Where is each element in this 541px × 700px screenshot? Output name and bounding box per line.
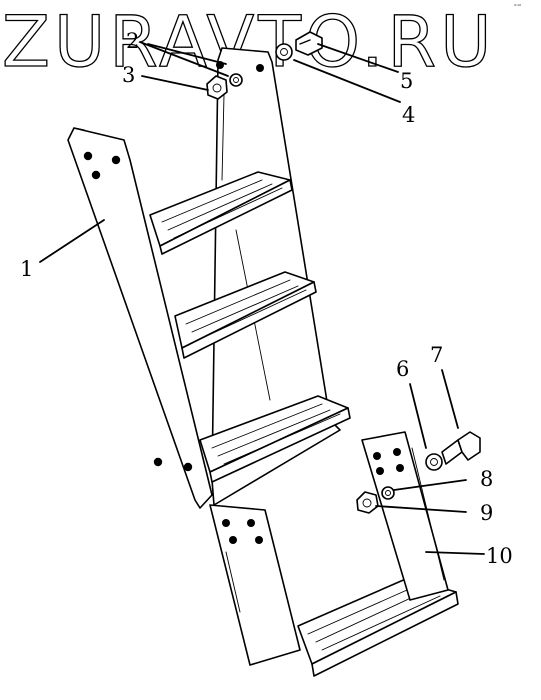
- callout-2: 2: [126, 29, 139, 53]
- top-fasteners: [206, 31, 323, 100]
- callout-10: 10: [486, 544, 513, 568]
- front-side-plate: [67, 127, 213, 509]
- bolt-side: [441, 431, 481, 465]
- callout-6: 6: [396, 357, 409, 381]
- callout-9: 9: [480, 501, 493, 525]
- nut-side: [356, 491, 379, 514]
- callout-8: 8: [480, 467, 493, 491]
- callout-labels: 1 2 3 4 5 6 7 8 9 10: [20, 29, 513, 568]
- bolt-top: [295, 31, 323, 56]
- step-4: [297, 577, 459, 677]
- leader-lines: [39, 41, 485, 555]
- side-fasteners: [356, 431, 481, 514]
- step-2: [174, 271, 317, 359]
- callout-7: 7: [430, 343, 443, 367]
- lock-washer-top: [229, 73, 243, 87]
- callout-4: 4: [402, 103, 415, 127]
- corner-mark: ᵒᵘᵒ: [514, 3, 522, 10]
- lock-washer-side: [381, 486, 395, 500]
- washer-side: [425, 453, 443, 471]
- nut-top: [206, 75, 228, 100]
- watermark-text: ZURAVTO.RU: [2, 1, 495, 83]
- bracket: [361, 431, 449, 601]
- washer-top: [275, 43, 293, 61]
- step-1: [149, 171, 293, 255]
- step-3: [199, 395, 351, 483]
- callout-3: 3: [122, 63, 135, 87]
- callout-1: 1: [20, 257, 33, 281]
- callout-5: 5: [400, 69, 413, 93]
- lower-extension: [209, 504, 301, 666]
